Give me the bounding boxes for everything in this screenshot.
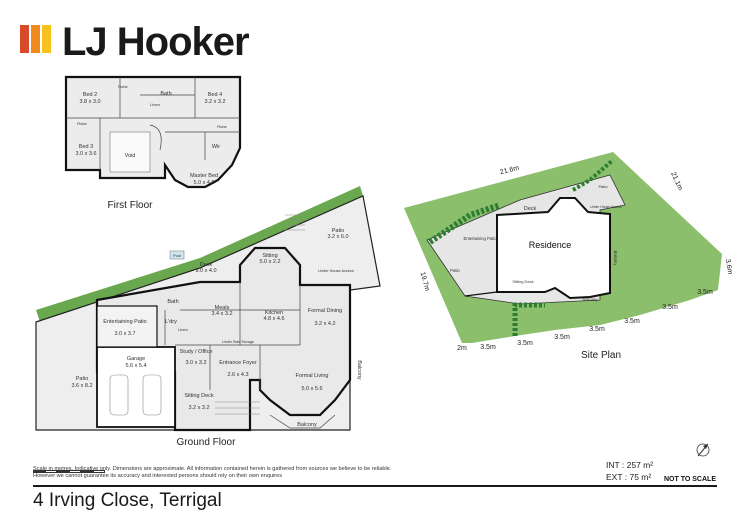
gf-deck-label: Deck	[200, 262, 213, 268]
first-floor-plan: Bed 2 3.8 x 3.0 Bed 4 3.2 x 3.2 Bed 3 3.…	[64, 75, 242, 189]
site-dim-bl: 2m	[457, 345, 467, 352]
gf-formal-living-label: Formal Living	[295, 373, 328, 379]
gf-pool-label: Pool	[173, 253, 181, 258]
property-address: 4 Irving Close, Terrigal	[33, 490, 222, 511]
gf-under-house-label: Under House Access	[318, 269, 354, 273]
gf-formal-living-dim: 5.0 x 5.6	[301, 386, 322, 392]
site-dim-b4: 3.5m	[589, 326, 605, 333]
gf-study-dim: 3.0 x 3.2	[185, 360, 206, 366]
site-dim-b1: 3.5m	[697, 289, 713, 296]
site-plan: Residence Deck Patio Under House Access …	[404, 152, 733, 352]
ff-bed4-label: Bed 4	[208, 92, 222, 98]
disclaimer-text: Scale in metres. Indicative only. Dimens…	[33, 466, 392, 479]
logo-bar-red	[20, 25, 29, 53]
gf-linen-label: Linen	[178, 327, 188, 332]
site-dim-b7: 3.5m	[480, 344, 496, 351]
site-dim-left: 19.7m	[419, 271, 431, 292]
gf-kitchen-label: Kitchen	[265, 310, 283, 316]
gf-garage-dim: 5.6 x 5.4	[125, 363, 146, 369]
gf-balcony-bottom-label: Balcony	[297, 422, 317, 428]
gf-garage-label: Garage	[127, 356, 145, 362]
site-dim-b2: 3.5m	[662, 304, 678, 311]
gf-meals-dim: 3.4 x 3.2	[211, 311, 232, 317]
gf-formal-dining-dim: 3.2 x 4.2	[314, 321, 335, 327]
site-patio-left-label: Patio	[450, 268, 460, 273]
site-deck-label: Deck	[524, 206, 537, 212]
ff-bed2-dim: 3.8 x 3.0	[79, 99, 100, 105]
ground-floor-plan: Patio 3.2 x 6.0 Under House Access Sitti…	[35, 186, 381, 432]
ff-bath-label: Bath	[160, 91, 171, 97]
ff-robe1-label: Robe	[77, 121, 87, 126]
gf-under-stair-label: Under Stair Storage	[222, 340, 254, 344]
site-dim-b3: 3.5m	[624, 318, 640, 325]
ff-robe3-label: Robe	[217, 124, 227, 129]
ff-bed3-label: Bed 3	[79, 144, 93, 150]
gf-entrance-dim: 2.6 x 4.3	[227, 372, 248, 378]
site-dim-right: 3.6m	[724, 258, 734, 275]
internal-area: INT : 257 m²	[606, 460, 654, 470]
gf-deck-dim: 9.0 x 4.0	[195, 268, 216, 274]
brand-logo-text: LJ Hooker	[62, 20, 250, 64]
site-entertaining-label: Entertaining Patio	[463, 236, 497, 241]
gf-patio-top-dim: 3.2 x 6.0	[327, 234, 348, 240]
ground-floor-title: Ground Floor	[177, 437, 237, 448]
site-sitting-deck-label: Sitting Deck	[512, 279, 533, 284]
gf-balcony-right-label: Balcony	[356, 360, 362, 380]
gf-entertaining-label: Entertaining Patio	[103, 319, 146, 325]
not-to-scale-label: NOT TO SCALE	[664, 476, 716, 483]
gf-entrance-label: Entrance Foyer	[219, 360, 257, 366]
gf-laundry-label: L'dry	[165, 319, 177, 325]
gf-patio-top-label: Patio	[332, 228, 345, 234]
ff-robe2-label: Robe	[118, 84, 128, 89]
site-dim-top: 21.6m	[499, 165, 520, 177]
gf-study-label: Study / Office	[180, 349, 213, 355]
site-plan-title: Site Plan	[581, 350, 621, 361]
site-balcony-bottom-label: Balcony	[583, 297, 599, 302]
logo-bar-orange	[31, 25, 40, 53]
gf-sitting-deck-label: Sitting Deck	[184, 393, 214, 399]
ff-master-dim: 5.0 x 4.6	[193, 180, 214, 186]
logo-bar-yellow	[42, 25, 51, 53]
gf-entertaining-dim: 3.0 x 3.7	[114, 331, 135, 337]
ff-wir-label: Wir	[212, 144, 220, 150]
first-floor-title: First Floor	[108, 200, 154, 211]
ff-bed2-label: Bed 2	[83, 92, 97, 98]
ff-bed3-dim: 3.0 x 3.6	[75, 151, 96, 157]
site-under-house-label: Under House Access	[590, 205, 622, 209]
gf-formal-dining-label: Formal Dining	[308, 308, 342, 314]
gf-sitting-dim: 5.0 x 2.2	[259, 259, 280, 265]
ff-linen-label: Linen	[150, 102, 160, 107]
north-arrow-icon	[696, 443, 710, 457]
site-dim-right-top: 21.1m	[669, 171, 683, 192]
site-dim-b6: 3.5m	[517, 340, 533, 347]
scale-bar	[33, 460, 105, 473]
gf-patio-left-label: Patio	[76, 376, 89, 382]
gf-meals-label: Meals	[215, 305, 230, 311]
footer-divider	[33, 485, 717, 487]
gf-sitting-deck-dim: 3.2 x 3.2	[188, 405, 209, 411]
ff-bed4-dim: 3.2 x 3.2	[204, 99, 225, 105]
site-balcony-right-label: Balcony	[613, 251, 618, 267]
gf-bath-label: Bath	[167, 299, 178, 305]
gf-sitting-label: Sitting	[262, 253, 277, 259]
ff-master-label: Master Bed	[190, 173, 218, 179]
gf-patio-left-dim: 3.6 x 8.2	[71, 383, 92, 389]
site-residence-label: Residence	[529, 240, 572, 250]
ff-void-label: Void	[125, 153, 136, 159]
external-area: EXT : 75 m²	[606, 472, 652, 482]
gf-kitchen-dim: 4.8 x 4.6	[263, 316, 284, 322]
site-patio-top-label: Patio	[598, 184, 608, 189]
site-dim-b5: 3.5m	[554, 334, 570, 341]
